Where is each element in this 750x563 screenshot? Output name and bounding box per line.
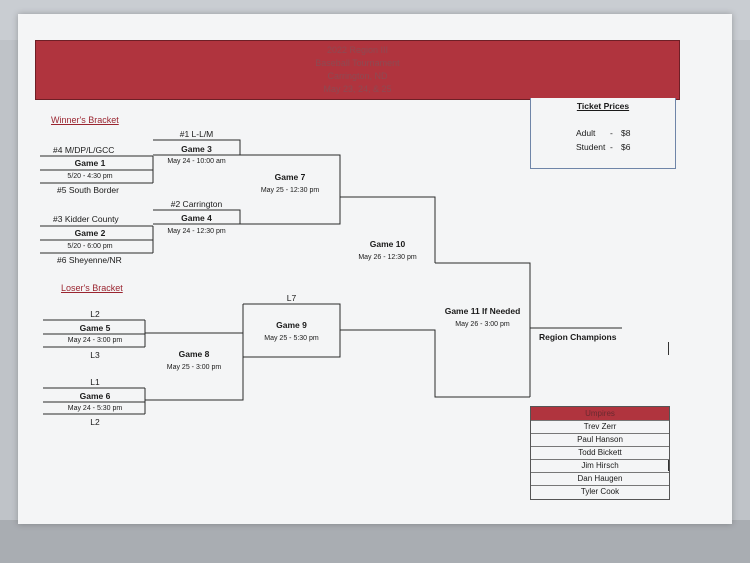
student-label: Student [576, 142, 606, 152]
game4-top-team: #2 Carrington [170, 199, 223, 209]
background-bottom [0, 520, 750, 563]
game9-top-team: L7 [286, 293, 297, 303]
game6-label: Game 6 [79, 391, 111, 401]
umpire-name: Trev Zerr [531, 420, 669, 434]
umpires-heading: Umpires [531, 407, 669, 420]
losers-bracket-label: Loser's Bracket [61, 283, 123, 293]
pen-mark [668, 460, 669, 471]
game8-label: Game 8 [178, 349, 210, 359]
game9-time: May 25 - 5:30 pm [264, 335, 319, 342]
game2-label: Game 2 [74, 228, 106, 238]
game11-label: Game 11 If Needed [444, 306, 521, 316]
ticket-prices-box: Ticket Prices Adult - $8 Student - $6 [530, 98, 676, 169]
region-champions-label: Region Champions [539, 332, 617, 342]
game1-time: 5/20 - 4:30 pm [67, 173, 113, 180]
game7-label: Game 7 [274, 172, 306, 182]
student-price: $6 [621, 142, 631, 152]
umpire-name: Paul Hanson [531, 433, 669, 447]
game5-time: May 24 - 3:00 pm [67, 337, 123, 344]
game8-time: May 25 - 3:00 pm [166, 364, 222, 371]
game1-top-team: #4 M/DP/L/GCC [53, 145, 115, 155]
adult-label: Adult [576, 128, 596, 138]
umpire-name: Dan Haugen [531, 472, 669, 486]
ticket-prices-heading: Ticket Prices [576, 101, 630, 111]
game10-time: May 26 - 12:30 pm [358, 254, 417, 261]
game5-top-team: L2 [90, 309, 100, 319]
adult-dash: - [610, 128, 613, 138]
umpires-box: Umpires Trev Zerr Paul Hanson Todd Bicke… [530, 406, 670, 500]
umpire-name: Todd Bickett [531, 446, 669, 460]
title-line-4: May 23, 24, & 25 [323, 84, 392, 94]
title-line-2: Baseball Tournament [315, 58, 400, 68]
game2-top-team: #3 Kidder County [53, 214, 119, 224]
game6-top-team: L1 [90, 377, 100, 387]
game1-bottom-team: #5 South Border [57, 185, 119, 195]
game3-time: May 24 - 10:00 am [167, 158, 226, 165]
game5-label: Game 5 [79, 323, 111, 333]
student-dash: - [610, 142, 613, 152]
game5-bottom-team: L3 [90, 350, 100, 360]
adult-price: $8 [621, 128, 631, 138]
title-banner: 2022 Region III Baseball Tournament Carr… [35, 40, 680, 100]
game1-label: Game 1 [74, 158, 106, 168]
game6-time: May 24 - 5:30 pm [67, 405, 123, 412]
game7-time: May 25 - 12:30 pm [260, 187, 320, 194]
game9-label: Game 9 [276, 320, 307, 330]
title-line-1: 2022 Region III [326, 45, 389, 55]
title-line-3: Carrington, ND [327, 71, 388, 81]
game3-top-team: #1 L-L/M [179, 129, 214, 139]
game2-bottom-team: #6 Sheyenne/NR [57, 255, 122, 265]
game10-label: Game 10 [369, 239, 406, 249]
pen-mark [668, 342, 669, 355]
winners-bracket-label: Winner's Bracket [51, 115, 119, 125]
game4-time: May 24 - 12:30 pm [167, 228, 226, 235]
game11-time: May 26 - 3:00 pm [455, 321, 510, 328]
game3-label: Game 3 [181, 144, 212, 154]
umpire-name: Tyler Cook [531, 485, 669, 499]
game2-time: 5/20 - 6:00 pm [67, 243, 113, 250]
game4-label: Game 4 [181, 213, 212, 223]
umpire-name: Jim Hirsch [531, 459, 669, 473]
game6-bottom-team: L2 [90, 417, 100, 427]
